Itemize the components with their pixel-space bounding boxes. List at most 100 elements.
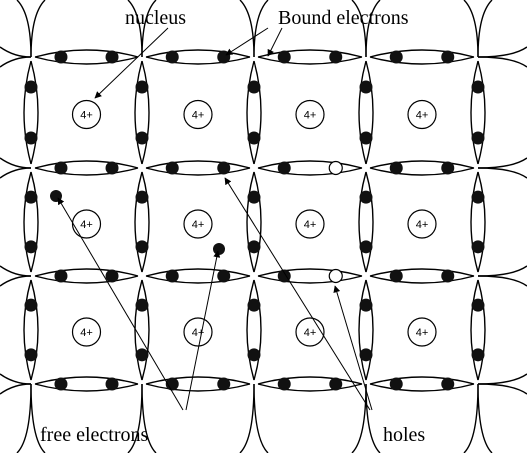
hole: [328, 160, 343, 176]
bond-line-horizontal: [257, 268, 363, 277]
bond-line-horizontal: [369, 275, 475, 284]
bond-line-edge: [463, 383, 479, 453]
annotation-arrows: [57, 27, 373, 411]
bond-line-edge: [239, 383, 255, 453]
bond-line-horizontal: [257, 56, 363, 65]
bound-electron: [359, 298, 373, 312]
bond-line-vertical: [23, 171, 32, 273]
bond-line-horizontal: [145, 160, 251, 169]
bond-line-horizontal: [257, 383, 363, 392]
bond-line-horizontal: [257, 275, 363, 284]
nucleus: [183, 209, 213, 239]
bond-line-horizontal: [34, 56, 139, 65]
bond-line-edge: [0, 56, 32, 68]
bond-line-edge: [463, 0, 479, 58]
bound-electron: [329, 377, 343, 391]
bond-line-horizontal: [369, 56, 475, 65]
bound-electron: [135, 240, 149, 254]
nucleus: [183, 99, 213, 130]
bond-line-vertical: [141, 279, 150, 381]
bond-line-edge: [16, 383, 32, 453]
bond-line-horizontal: [34, 49, 139, 58]
bound-electron: [54, 50, 68, 64]
label-holes: holes: [383, 424, 425, 446]
label-nucleus: nucleus: [125, 7, 186, 29]
bond-line-horizontal: [257, 160, 363, 169]
bond-line-edge: [0, 275, 32, 287]
bound-electron: [441, 377, 455, 391]
bound-electron: [329, 50, 343, 64]
bound-electron: [277, 161, 291, 175]
arrow-free-electron-1: [57, 197, 184, 411]
bound-electron: [165, 161, 179, 175]
bond-line-vertical: [246, 60, 255, 165]
bond-line-vertical: [477, 171, 486, 273]
bound-electron: [217, 50, 231, 64]
bond-line-vertical: [365, 279, 374, 381]
nucleus-charge-label: 4+: [80, 327, 93, 339]
nucleus: [407, 209, 437, 239]
bond-line-edge: [253, 0, 269, 58]
bound-electron: [441, 161, 455, 175]
bound-electron: [389, 161, 403, 175]
bound-electron: [105, 377, 119, 391]
bound-electron: [277, 50, 291, 64]
bound-electron: [105, 269, 119, 283]
bond-line-horizontal: [34, 275, 139, 284]
bond-line-edge: [30, 0, 46, 58]
bond-line-vertical: [365, 60, 374, 165]
bond-line-edge: [141, 383, 157, 453]
bound-electron: [24, 298, 38, 312]
bond-line-vertical: [141, 171, 150, 273]
bound-electron: [24, 190, 38, 204]
bond-line-horizontal: [369, 49, 475, 58]
bond-line-edge: [0, 157, 32, 169]
bond-line-edge: [477, 157, 527, 169]
bond-line-edge: [365, 383, 381, 453]
bond-line-edge: [477, 383, 527, 395]
bound-electron: [389, 377, 403, 391]
arrow-free-electron-2: [185, 250, 221, 411]
bond-line-vertical: [470, 279, 479, 381]
bound-electron: [165, 269, 179, 283]
bound-electron: [135, 298, 149, 312]
bound-electron: [471, 348, 485, 362]
bound-electrons-group: [24, 50, 485, 391]
bond-line-horizontal: [34, 268, 139, 277]
arrow-hole-2: [333, 285, 373, 411]
bond-line-edge: [239, 0, 255, 58]
bond-line-vertical: [253, 60, 262, 165]
nucleus: [295, 99, 325, 130]
bond-line-vertical: [23, 60, 32, 165]
arrow-nucleus: [94, 27, 169, 99]
bound-electron: [441, 269, 455, 283]
nucleus-charge-label: 4+: [304, 327, 317, 339]
holes-group: [328, 160, 343, 284]
nucleus-charge-label: 4+: [80, 110, 93, 122]
bound-electron: [135, 131, 149, 145]
arrow-bound-electron-1: [225, 27, 269, 56]
nucleus-charge-label: 4+: [80, 219, 93, 231]
bound-electron: [105, 50, 119, 64]
bond-line-horizontal: [145, 376, 251, 385]
bound-electron: [471, 80, 485, 94]
bond-line-vertical: [365, 171, 374, 273]
bond-line-vertical: [246, 279, 255, 381]
nucleus: [71, 209, 102, 239]
bond-line-edge: [0, 46, 32, 58]
bond-line-horizontal: [145, 49, 251, 58]
bond-line-vertical: [358, 279, 367, 381]
bound-electron: [247, 240, 261, 254]
bond-line-edge: [477, 56, 527, 68]
bond-line-horizontal: [369, 376, 475, 385]
bond-line-horizontal: [257, 376, 363, 385]
nucleus-charge-label: 4+: [304, 110, 317, 122]
bound-electron: [24, 348, 38, 362]
bond-line-horizontal: [145, 383, 251, 392]
bound-electron: [24, 80, 38, 94]
bound-electron: [359, 348, 373, 362]
bond-line-edge: [16, 0, 32, 58]
free-electron: [213, 243, 225, 255]
bound-electron: [247, 298, 261, 312]
nucleus: [295, 209, 325, 239]
